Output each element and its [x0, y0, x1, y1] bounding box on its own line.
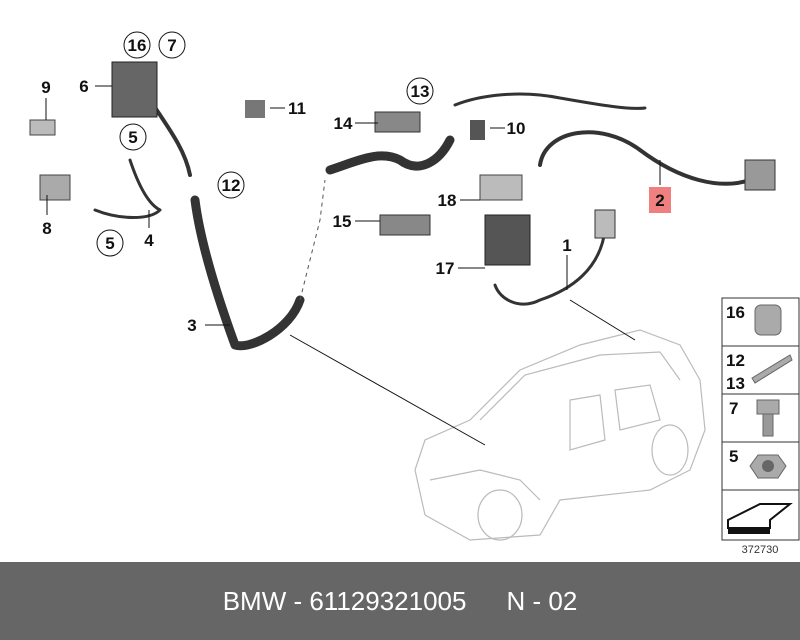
- callout-17: 17: [436, 259, 455, 278]
- callout-2-highlighted: 2: [655, 191, 664, 210]
- callout-8: 8: [42, 219, 51, 238]
- screw-cap-icon: [754, 304, 782, 336]
- vehicle-outline: [414, 329, 706, 541]
- drawing-number: 372730: [742, 544, 779, 556]
- footer-bar: BMW - 61129321005 N - 02: [0, 562, 800, 640]
- panel-label-13: 13: [726, 374, 745, 393]
- panel-label-5: 5: [729, 447, 738, 466]
- callout-10: 10: [507, 119, 526, 138]
- panel-label-16: 16: [726, 303, 745, 322]
- callout-14: 14: [334, 114, 353, 133]
- cable-4: [93, 98, 192, 219]
- diagram-code: N - 02: [506, 585, 578, 616]
- callout-13: 13: [411, 82, 430, 101]
- callout-5a: 5: [128, 128, 137, 147]
- clip-strip-icon: [751, 354, 793, 384]
- cable-2: [453, 92, 776, 191]
- panel-label-7: 7: [729, 399, 738, 418]
- callout-16: 16: [128, 36, 147, 55]
- callout-1: 1: [562, 236, 571, 255]
- leader-lines: [45, 85, 661, 446]
- callout-9: 9: [41, 78, 50, 97]
- callout-18: 18: [438, 191, 457, 210]
- callout-6: 6: [79, 77, 88, 96]
- panel-label-12: 12: [726, 351, 745, 370]
- callout-3: 3: [187, 316, 196, 335]
- callouts: 16 7 5 5 12 13 6 9 8 4 3 11 14 10 18 15 …: [41, 31, 671, 335]
- parts: [29, 61, 531, 266]
- fastener-panel: 16 12 13 7 5 372730: [721, 297, 800, 556]
- bolt-icon: [756, 399, 780, 415]
- cable-1: [493, 209, 616, 306]
- parts-diagram: 16 7 5 5 12 13 6 9 8 4 3 11 14 10 18 15 …: [29, 31, 800, 556]
- callout-15: 15: [333, 212, 352, 231]
- part-number: BMW - 61129321005: [222, 585, 467, 616]
- callout-7: 7: [167, 36, 176, 55]
- callout-5b: 5: [105, 234, 114, 253]
- callout-12: 12: [222, 176, 241, 195]
- cable-3: [190, 135, 455, 351]
- callout-4: 4: [144, 231, 154, 250]
- callout-11: 11: [288, 99, 306, 118]
